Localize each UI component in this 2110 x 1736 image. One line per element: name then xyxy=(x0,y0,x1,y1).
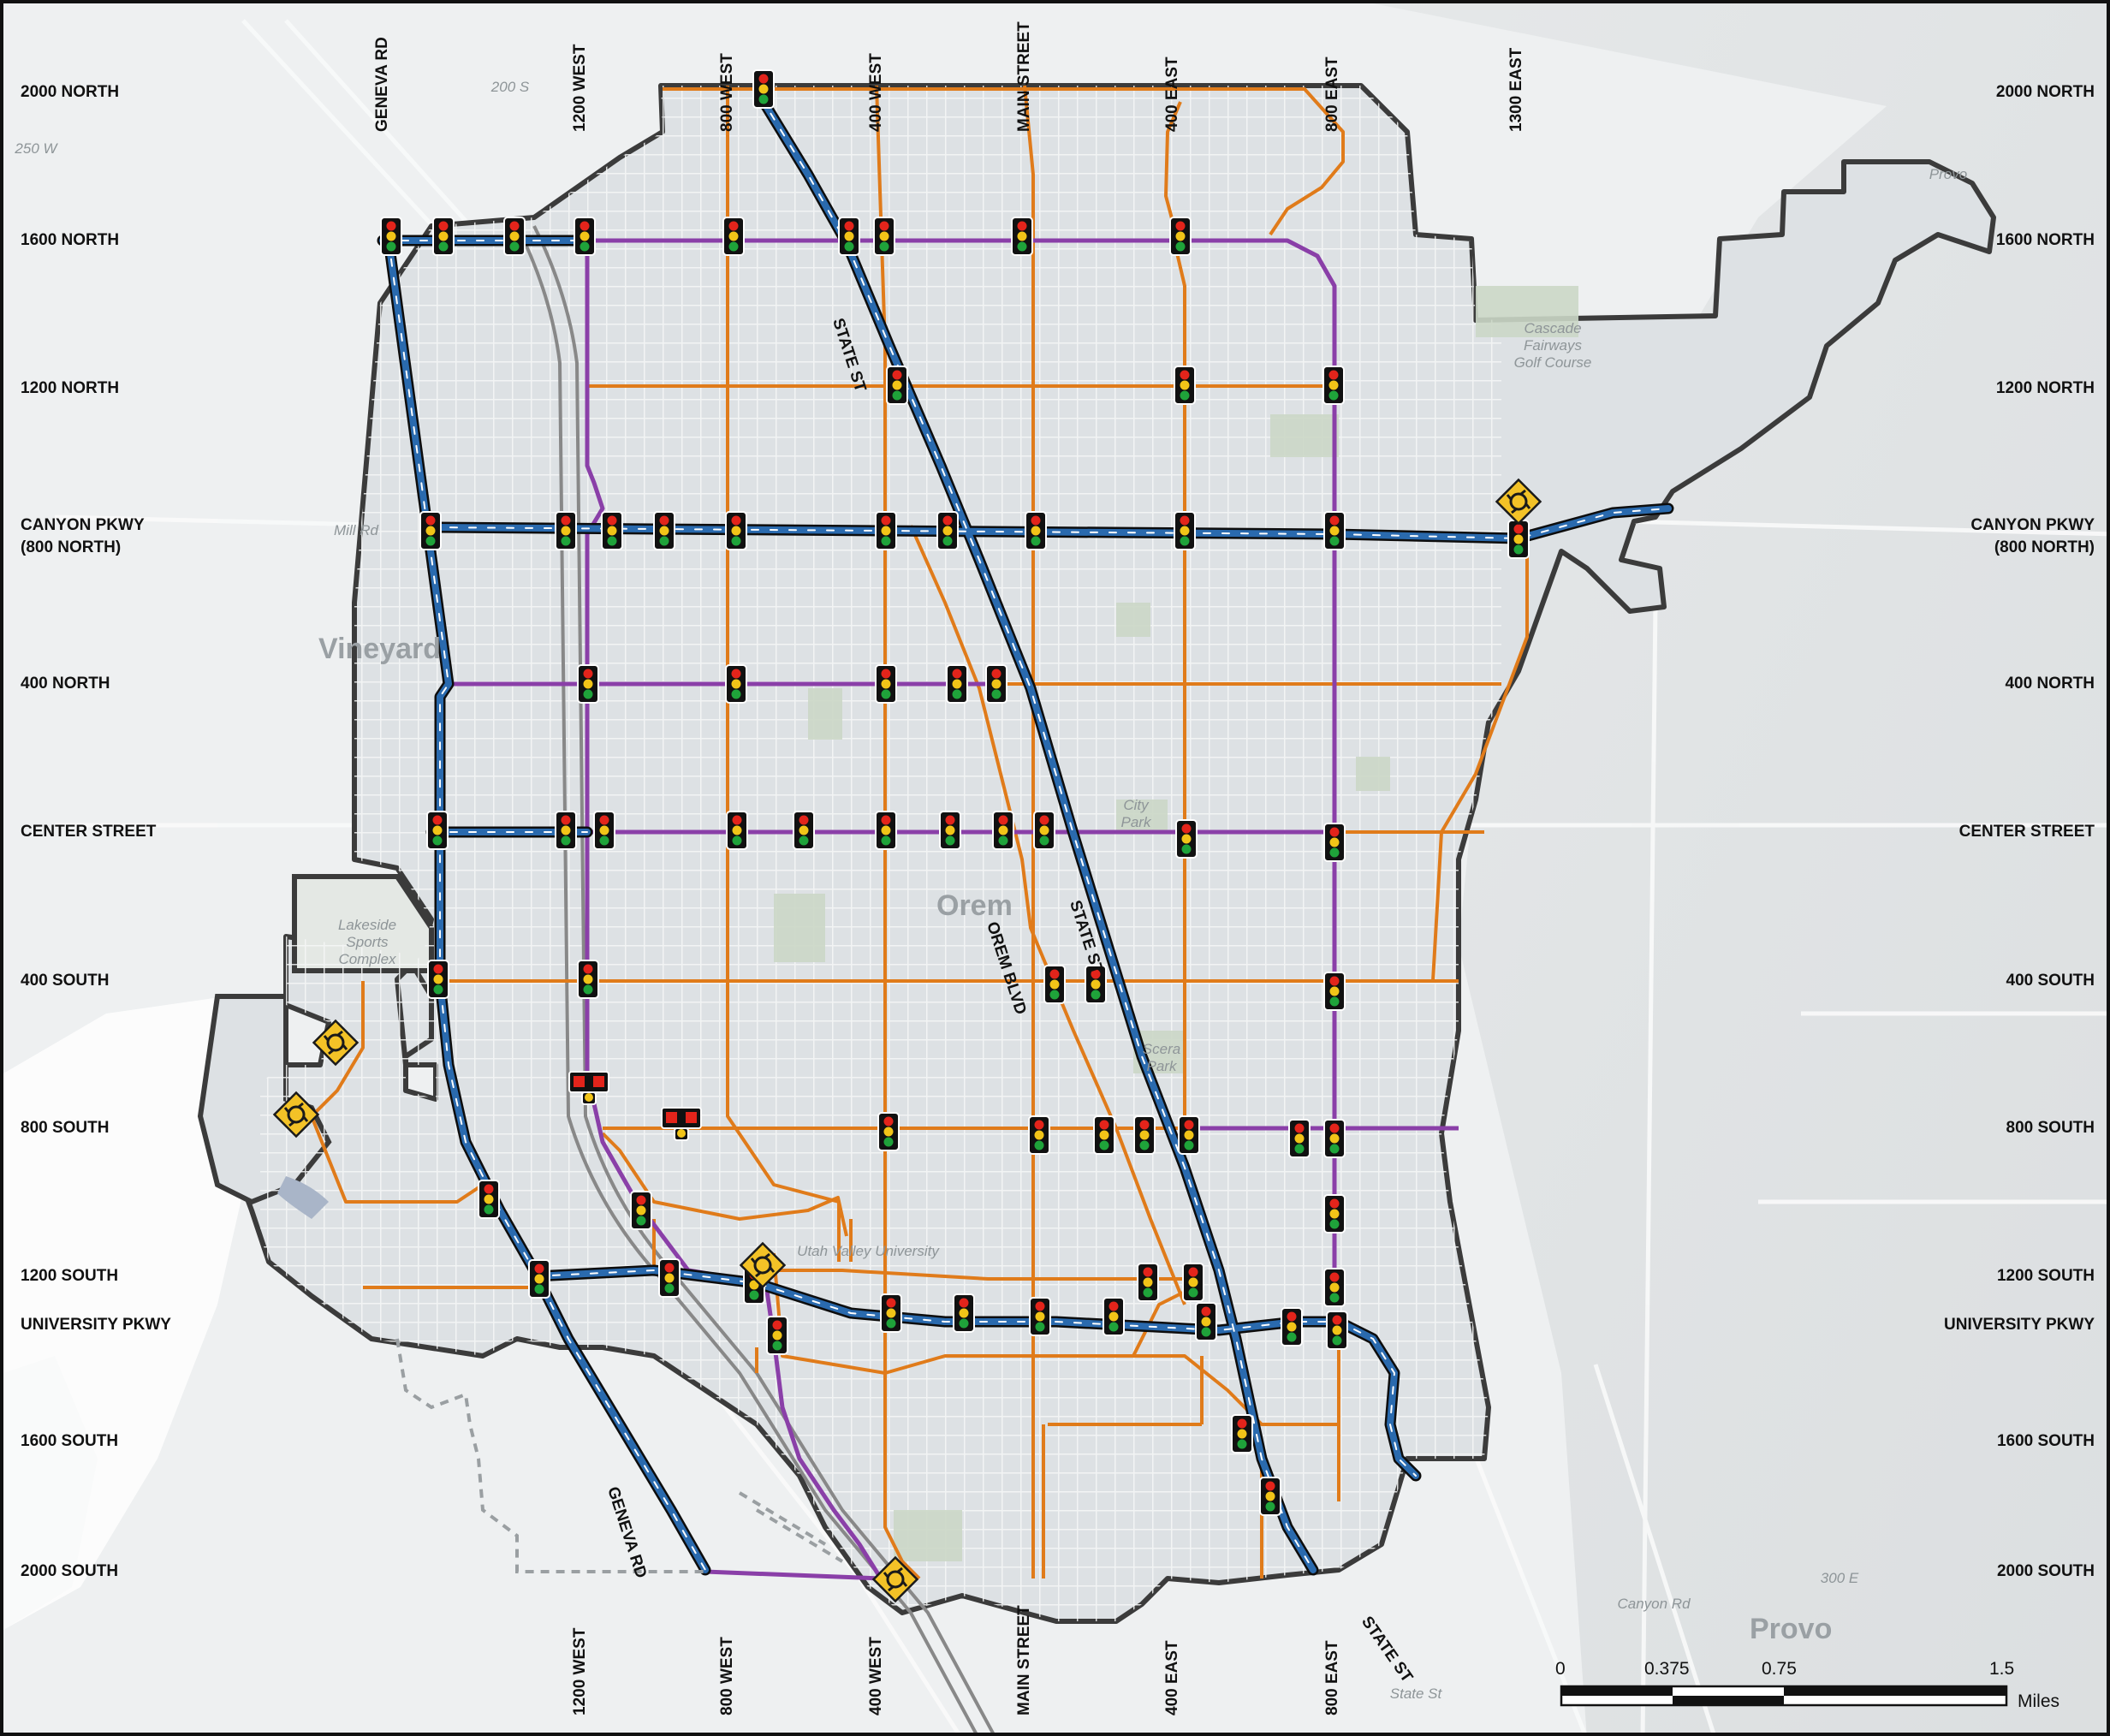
scale-unit: Miles xyxy=(2018,1691,2060,1711)
cross-street-label: 2000 SOUTH xyxy=(21,1562,119,1580)
avenue-label: 800 WEST xyxy=(718,1637,736,1715)
cross-street-label: 1600 SOUTH xyxy=(1996,1432,2095,1450)
place-label: Vineyard xyxy=(318,633,442,665)
small-map-label: City Park xyxy=(1120,797,1151,830)
cross-street-label: UNIVERSITY PKWY xyxy=(1944,1316,2095,1334)
cross-street-label: 800 SOUTH xyxy=(2006,1119,2095,1137)
scale-tick-0375: 0.375 xyxy=(1644,1659,1690,1679)
avenue-label: 400 EAST xyxy=(1163,1640,1181,1715)
avenue-label: GENEVA RD xyxy=(373,37,391,132)
avenue-label: 800 EAST xyxy=(1323,1640,1341,1715)
cross-street-label: 400 NORTH xyxy=(2005,675,2095,693)
cross-street-label: 1600 SOUTH xyxy=(21,1432,119,1450)
cross-street-label: CENTER STREET xyxy=(1958,823,2095,841)
avenue-label: 400 WEST xyxy=(867,1637,885,1715)
avenue-label: MAIN STREET xyxy=(1015,1605,1033,1715)
small-map-label: 250 W xyxy=(15,140,57,157)
cross-street-label: CENTER STREET xyxy=(21,823,157,841)
avenue-label: 800 EAST xyxy=(1323,56,1341,132)
cross-street-label: 400 SOUTH xyxy=(2006,972,2095,990)
cross-street-label: 1600 NORTH xyxy=(1995,231,2095,249)
small-map-label: 200 S xyxy=(490,79,530,95)
cross-street-label-line2: (800 NORTH) xyxy=(21,538,122,556)
cross-street-label: 400 NORTH xyxy=(21,675,110,693)
map-canvas xyxy=(3,3,2107,1733)
cross-street-label: CANYON PKWY xyxy=(21,516,145,534)
small-map-label: 300 E xyxy=(1820,1570,1859,1586)
avenue-label: 400 EAST xyxy=(1163,56,1181,132)
small-map-label: Lakeside Sports Complex xyxy=(337,917,397,967)
cross-street-label: UNIVERSITY PKWY xyxy=(21,1316,171,1334)
scale-bar xyxy=(1560,1685,2008,1707)
place-label: Provo xyxy=(1750,1613,1833,1645)
cross-street-label: 1200 SOUTH xyxy=(21,1267,119,1285)
avenue-label: MAIN STREET xyxy=(1015,21,1033,132)
cross-street-label: CANYON PKWY xyxy=(1970,516,2095,534)
small-map-label: Provo xyxy=(1929,166,1968,182)
cross-street-label: 1200 SOUTH xyxy=(1996,1267,2095,1285)
cross-street-label: 1200 NORTH xyxy=(1995,379,2095,397)
cross-street-label: 2000 NORTH xyxy=(1995,83,2095,101)
cross-street-label: 2000 SOUTH xyxy=(1996,1562,2095,1580)
small-map-label: Mill Rd xyxy=(334,522,378,538)
small-map-label: State St xyxy=(1389,1685,1442,1702)
small-map-label: Utah Valley University xyxy=(797,1243,939,1259)
small-map-label: Cascade Fairways Golf Course xyxy=(1513,320,1592,371)
cross-street-label: 1600 NORTH xyxy=(21,231,120,249)
scale-tick-075: 0.75 xyxy=(1762,1659,1797,1679)
avenue-label: 1200 WEST xyxy=(571,44,589,132)
avenue-label: 1300 EAST xyxy=(1507,47,1525,132)
avenue-label: 400 WEST xyxy=(867,53,885,132)
cross-street-label: 400 SOUTH xyxy=(21,972,110,990)
small-map-label: Scera Park xyxy=(1142,1041,1181,1074)
cross-street-label: 1200 NORTH xyxy=(21,379,120,397)
place-label: Orem xyxy=(936,889,1013,922)
avenue-label: 1200 WEST xyxy=(571,1627,589,1715)
scale-tick-15: 1.5 xyxy=(1989,1659,2015,1679)
cross-street-label-line2: (800 NORTH) xyxy=(1994,538,2095,556)
small-map-label: Canyon Rd xyxy=(1617,1596,1691,1612)
cross-street-label: 800 SOUTH xyxy=(21,1119,110,1137)
cross-street-label: 2000 NORTH xyxy=(21,83,120,101)
avenue-label: 800 WEST xyxy=(718,53,736,132)
scale-tick-0: 0 xyxy=(1555,1659,1566,1679)
